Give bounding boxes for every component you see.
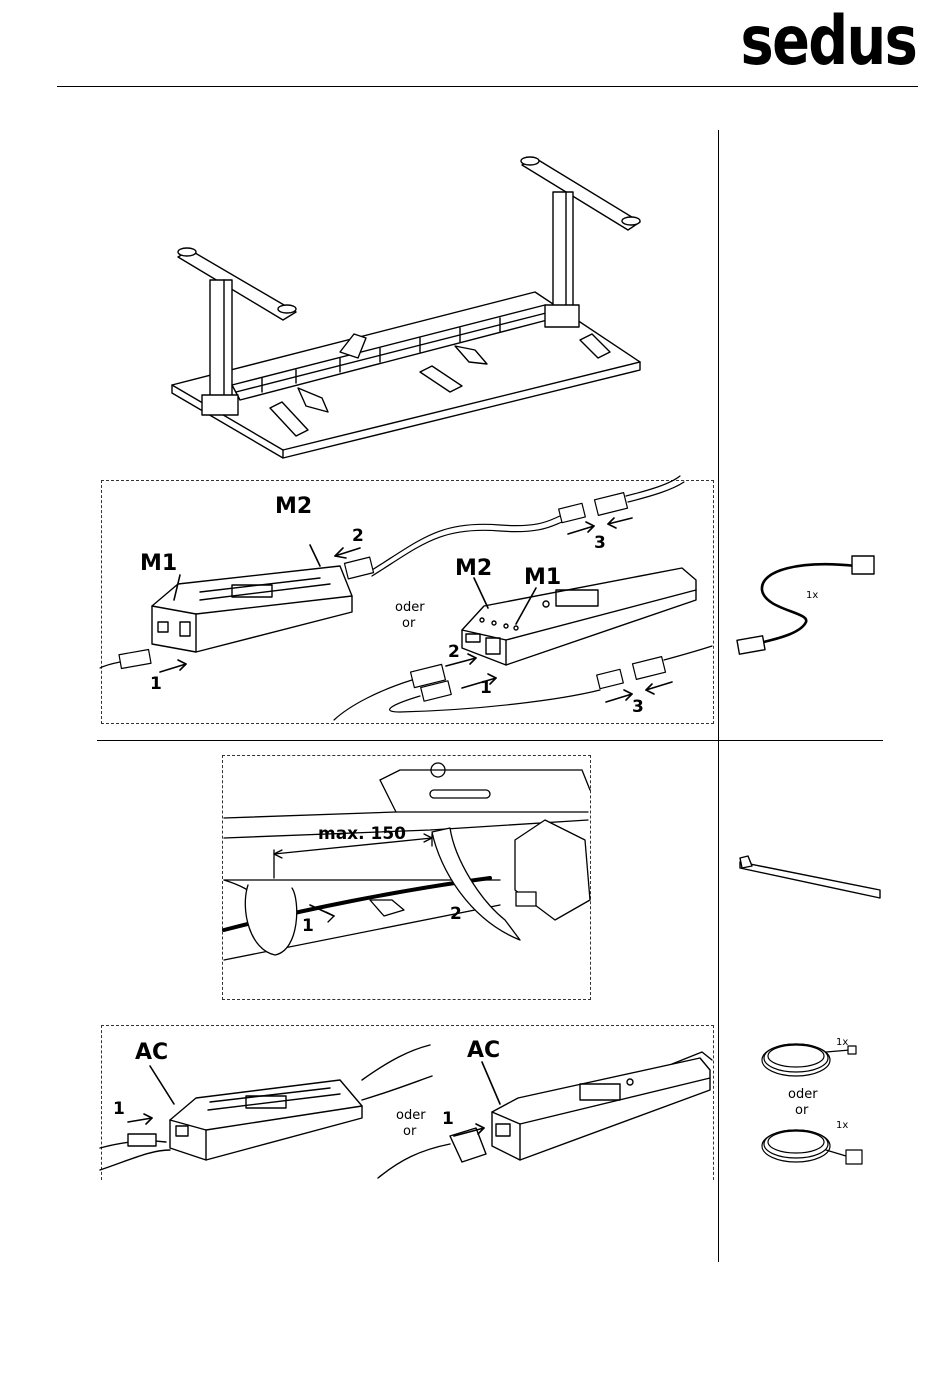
power-cord-parts: [762, 1044, 862, 1164]
m1-port-label-right: M1: [524, 567, 561, 589]
m1-port-label-left: M1: [140, 553, 177, 575]
power-box-right: [378, 1052, 712, 1178]
control-box-right: [462, 568, 696, 665]
alternative-or-ac: or: [403, 1124, 416, 1139]
step-number-2-right: 2: [448, 644, 460, 661]
power-cord-quantity-b: 1x: [836, 1120, 848, 1131]
step-number-1-ac-left: 1: [113, 1101, 125, 1118]
alternative-oder: oder: [395, 600, 425, 615]
step-number-3-bottom: 3: [632, 699, 644, 716]
ac-port-label-left: AC: [135, 1042, 168, 1064]
step-number-1-tie: 1: [302, 918, 314, 935]
step-number-2-tie: 2: [450, 906, 462, 923]
cable-tie-detail: [224, 763, 590, 960]
step-number-1-right: 1: [480, 680, 492, 697]
cable-tie-part: [740, 856, 880, 898]
step-number-1-left: 1: [150, 676, 162, 693]
cable-quantity: 1x: [806, 590, 818, 601]
cable-part-step1: [737, 556, 874, 654]
power-cord-alt-oder: oder: [788, 1087, 818, 1102]
step-number-2-left: 2: [352, 528, 364, 545]
control-box-left: [152, 566, 352, 652]
ac-port-label-right: AC: [467, 1040, 500, 1062]
alternative-oder-ac: oder: [396, 1108, 426, 1123]
m2-port-label-left: M2: [275, 496, 312, 518]
step-number-3-top: 3: [594, 535, 606, 552]
max-length-dimension: max. 150: [318, 826, 406, 843]
alternative-or: or: [402, 616, 415, 631]
power-cord-quantity-a: 1x: [836, 1037, 848, 1048]
step-number-1-ac-right: 1: [442, 1111, 454, 1128]
table-frame-illustration: [172, 157, 640, 458]
power-cord-alt-or: or: [795, 1103, 808, 1118]
m2-port-label-right: M2: [455, 558, 492, 580]
